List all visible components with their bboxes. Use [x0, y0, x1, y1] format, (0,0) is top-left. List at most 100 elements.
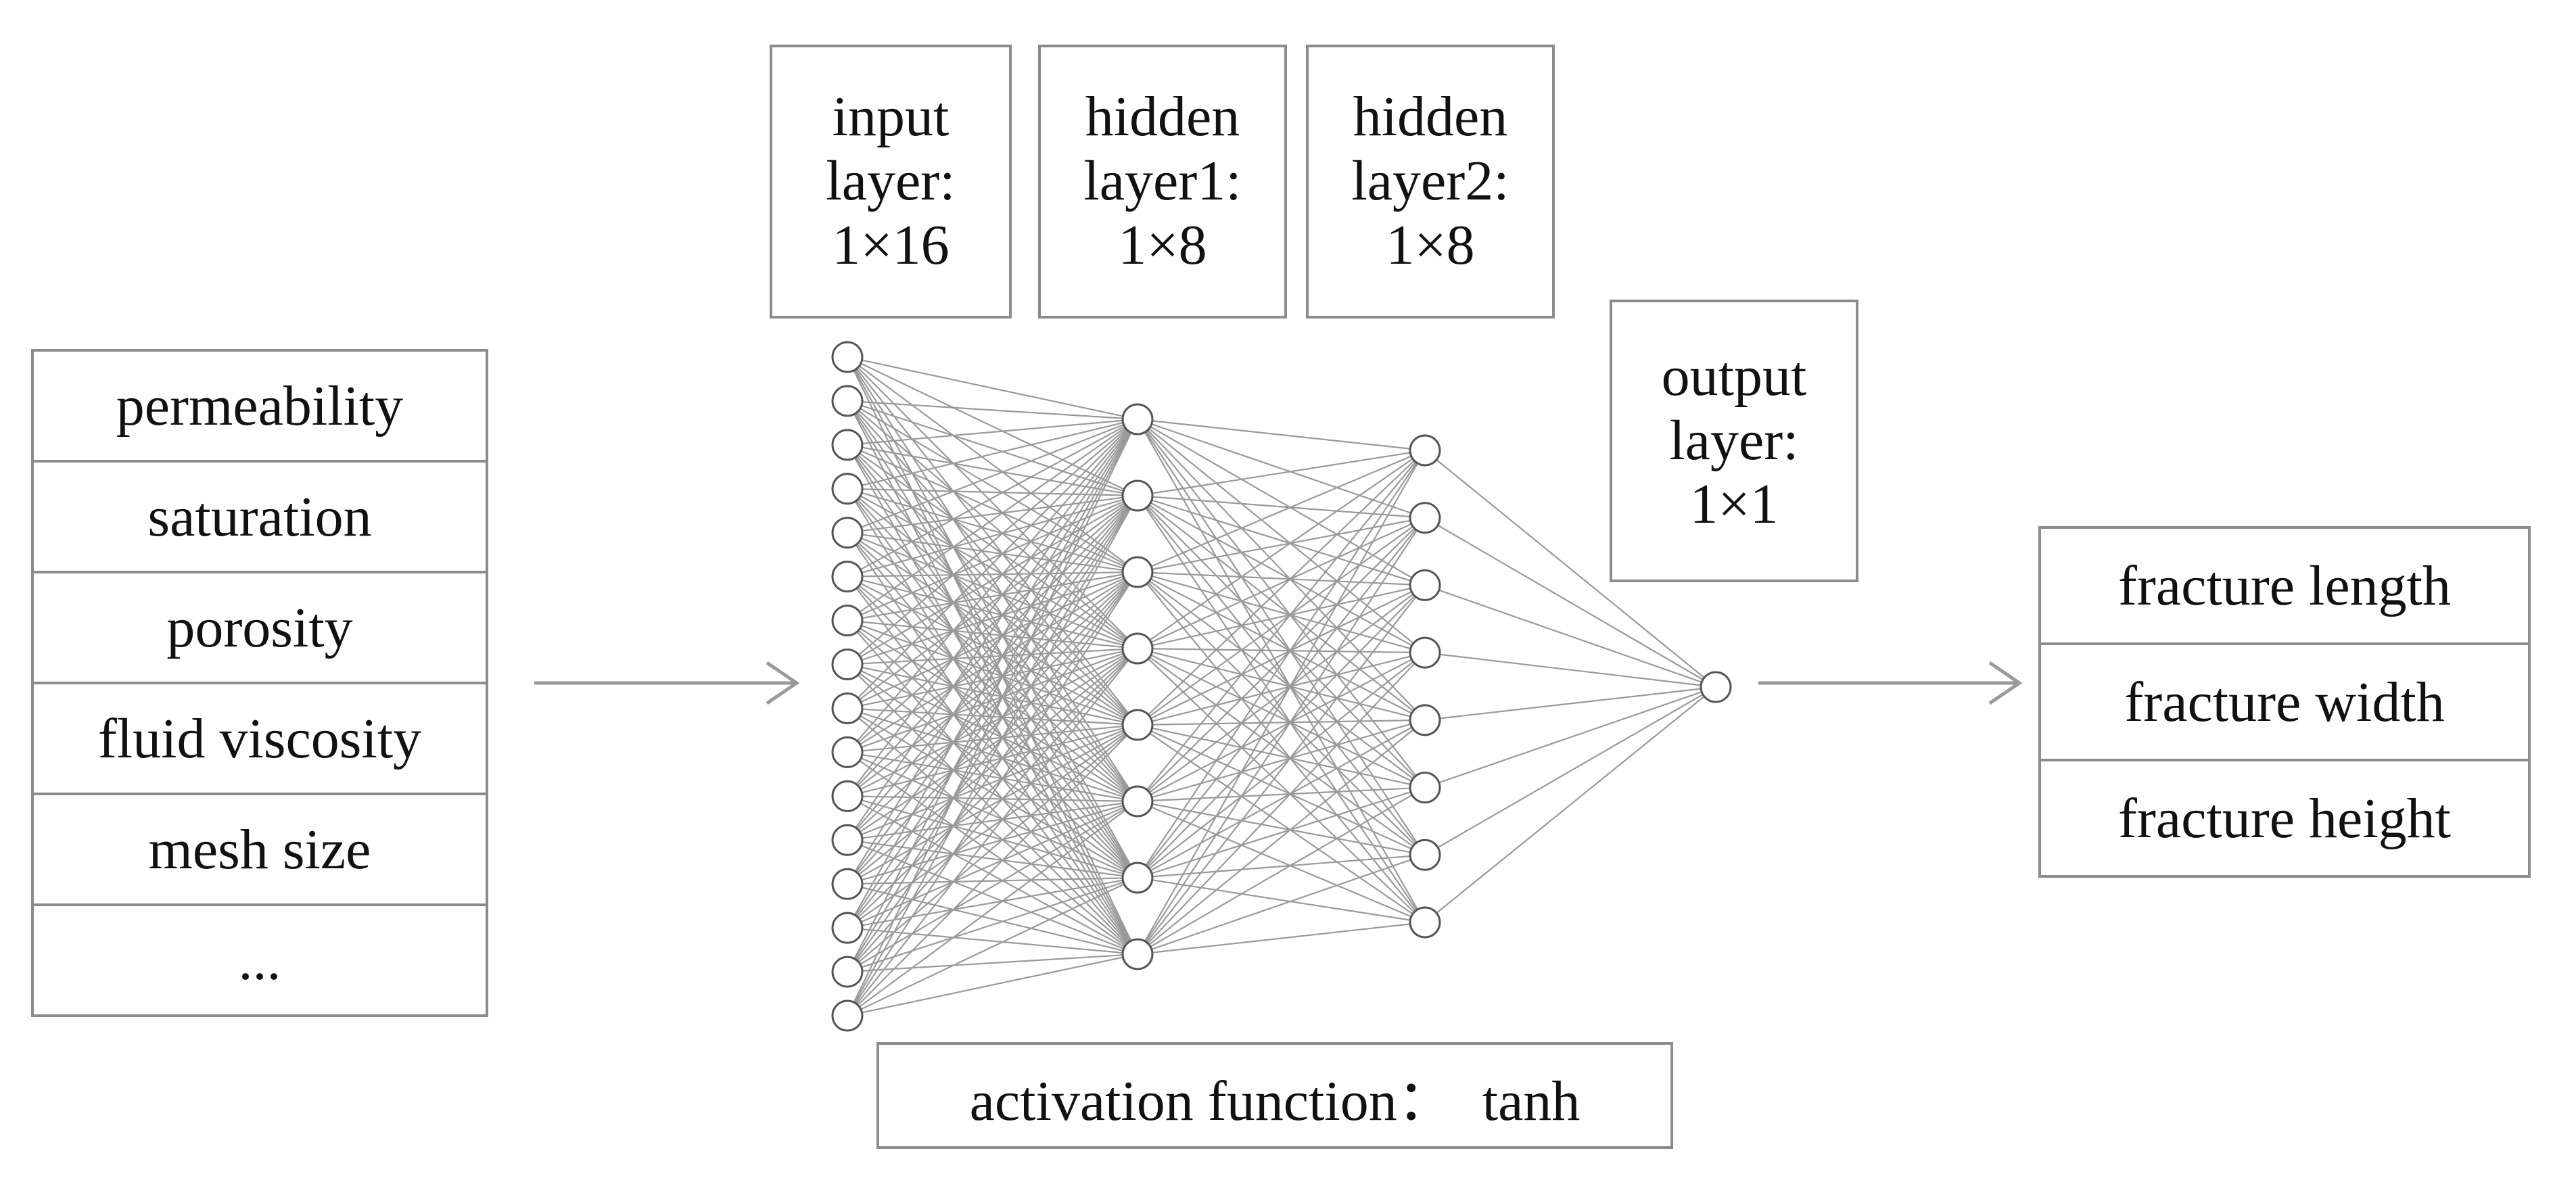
hidden1-node: [1121, 938, 1154, 970]
network-edge: [847, 400, 1138, 497]
network-edge: [1137, 584, 1426, 726]
network-edge: [847, 495, 1138, 972]
layer-label-line: 1×8: [1118, 213, 1207, 277]
layer-label-line: layer:: [1669, 408, 1799, 472]
layer-label-line: hidden: [1085, 85, 1240, 149]
network-edge: [1137, 450, 1426, 802]
network-edge: [847, 648, 1138, 928]
network-edge: [1137, 724, 1426, 923]
network-edge: [1137, 800, 1426, 924]
network-edge: [1137, 571, 1426, 856]
network-edge: [1137, 647, 1426, 721]
network-edge: [847, 419, 1138, 709]
network-edge: [847, 795, 1138, 879]
network-edge: [847, 400, 1138, 878]
network-edge: [847, 839, 1138, 879]
network-edge: [1137, 517, 1426, 955]
network-edge: [1137, 648, 1426, 923]
network-edge: [847, 647, 1138, 665]
network-edge: [1137, 495, 1426, 855]
network-edge: [847, 495, 1138, 841]
network-edge: [847, 839, 1138, 956]
network-edge: [1137, 921, 1426, 956]
network-edge: [847, 444, 1138, 573]
network-edge: [1137, 648, 1426, 788]
input-node: [831, 736, 864, 768]
network-edge: [847, 751, 1138, 879]
network-edge: [847, 419, 1138, 972]
network-edge: [847, 619, 1138, 650]
input-flow-arrow: [534, 661, 800, 705]
input-node: [831, 517, 864, 549]
network-edge: [847, 418, 1138, 490]
input-node: [831, 999, 864, 1032]
network-edge: [847, 571, 1138, 841]
input-node: [831, 473, 864, 505]
network-edge: [1137, 719, 1426, 878]
input-node: [831, 692, 864, 724]
network-edge: [847, 419, 1138, 1016]
network-edge: [847, 795, 1138, 955]
network-edge: [1137, 495, 1426, 923]
network-edge: [1424, 517, 1716, 688]
network-edge: [847, 571, 1138, 709]
network-edge: [1137, 418, 1426, 452]
network-edge: [1137, 450, 1426, 726]
network-edge: [1137, 495, 1426, 788]
network-edge: [847, 724, 1138, 753]
network-edge: [847, 800, 1138, 929]
network-edge: [1137, 786, 1426, 803]
network-edge: [847, 488, 1138, 573]
network-edge: [847, 494, 1138, 621]
hidden2-node: [1409, 636, 1441, 669]
network-edge: [847, 400, 1138, 649]
network-edge: [847, 648, 1138, 1016]
network-edge: [1424, 686, 1716, 788]
hidden-layer2-label: hidden layer2: 1×8: [1306, 45, 1555, 319]
input-node: [831, 956, 864, 988]
layer-label-line: 1×1: [1689, 473, 1779, 536]
input-node: [831, 868, 864, 900]
network-edge: [847, 801, 1138, 1016]
network-edge: [1137, 517, 1426, 573]
network-edge: [847, 419, 1138, 841]
network-edge: [1137, 517, 1426, 726]
hidden1-node: [1121, 709, 1154, 741]
network-edge: [847, 724, 1138, 885]
network-edge: [847, 495, 1138, 665]
input-node: [831, 780, 864, 812]
network-edge: [1137, 652, 1426, 802]
input-node: [831, 649, 864, 681]
network-edge: [847, 648, 1138, 885]
hidden2-node: [1409, 569, 1441, 601]
hidden2-node: [1409, 772, 1441, 804]
network-edge: [1137, 495, 1426, 654]
network-edge: [847, 724, 1138, 1016]
network-edge: [1137, 584, 1426, 802]
network-edge: [847, 800, 1138, 841]
hidden2-node: [1409, 906, 1441, 939]
input-feature-item: mesh size: [34, 795, 486, 906]
network-edge: [1137, 652, 1426, 955]
network-edge: [847, 571, 1138, 665]
output-flow-arrow: [1758, 661, 2023, 705]
hidden2-node: [1409, 502, 1441, 534]
network-edge: [1137, 854, 1426, 956]
network-edge: [847, 883, 1138, 956]
network-edge: [1137, 517, 1426, 802]
network-edge: [847, 953, 1138, 1017]
output-layer-label: output layer: 1×1: [1610, 300, 1858, 582]
network-edge: [847, 356, 1138, 496]
network-edge: [847, 751, 1138, 803]
layer-label-line: layer:: [826, 149, 956, 213]
network-edge: [1137, 584, 1426, 878]
input-node: [831, 341, 864, 373]
network-edge: [1137, 648, 1426, 856]
network-edge: [847, 400, 1138, 955]
network-edge: [847, 648, 1138, 841]
network-edge: [847, 751, 1138, 955]
hidden1-node: [1121, 785, 1154, 818]
network-edge: [847, 356, 1138, 955]
network-edge: [847, 419, 1138, 753]
layer-label-line: layer2:: [1351, 149, 1509, 213]
